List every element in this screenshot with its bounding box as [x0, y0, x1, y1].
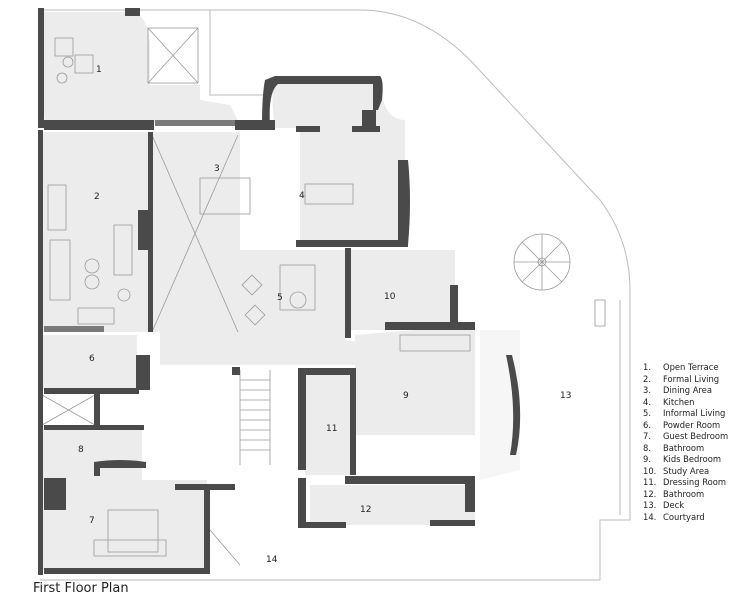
legend-number: 12. [643, 488, 657, 499]
legend-item: 7. Guest Bedroom [643, 431, 728, 443]
room-label-10: 10 [384, 292, 396, 302]
legend-number: 13. [643, 500, 657, 510]
legend-name: Study Area [663, 465, 710, 476]
room-label-3: 3 [214, 164, 220, 174]
room-labels: 1 2 3 4 5 6 7 8 9 10 11 12 13 14 [78, 65, 571, 565]
legend-number: 3. [643, 385, 651, 395]
legend-item: 4. Kitchen [643, 397, 728, 409]
interior-lines [41, 27, 606, 566]
legend-item: 3. Dining Area [643, 385, 728, 397]
legend-item: 10. Study Area [643, 466, 728, 478]
room-label-14: 14 [266, 555, 278, 565]
room-label-13: 13 [560, 391, 571, 401]
legend-item: 14. Courtyard [643, 512, 728, 524]
room-label-8: 8 [78, 445, 84, 455]
legend-name: Dining Area [663, 385, 712, 395]
room-label-1: 1 [96, 65, 102, 75]
legend-name: Powder Room [663, 419, 721, 430]
room-label-6: 6 [89, 354, 95, 364]
legend-name: Dressing Room [663, 477, 727, 487]
legend-number: 6. [643, 419, 651, 430]
legend-name: Formal Living [663, 373, 720, 384]
legend-name: Kitchen [663, 396, 695, 407]
legend-item: 8. Bathroom [643, 443, 728, 455]
walls [38, 8, 521, 575]
room-label-2: 2 [94, 192, 100, 202]
legend-item: 6. Powder Room [643, 420, 728, 432]
legend-number: 1. [643, 362, 651, 372]
legend-item: 2. Formal Living [643, 374, 728, 386]
legend-name: Bathroom [663, 488, 705, 499]
legend-name: Deck [663, 500, 685, 510]
spiral-staircase [513, 233, 571, 291]
room-label-12: 12 [360, 505, 371, 515]
legend-item: 12. Bathroom [643, 489, 728, 501]
legend-name: Bathroom [663, 442, 705, 453]
legend-item: 13. Deck [643, 500, 728, 512]
legend-number: 14. [643, 511, 657, 522]
legend-name: Open Terrace [663, 362, 719, 372]
room-label-9: 9 [403, 391, 409, 401]
floor-areas [42, 12, 520, 570]
legend-item: 1. Open Terrace [643, 362, 728, 374]
legend-name: Courtyard [663, 511, 705, 522]
site-boundary [40, 9, 631, 581]
room-label-11: 11 [326, 424, 337, 434]
legend-name: Informal Living [663, 408, 726, 418]
room-label-7: 7 [89, 516, 95, 526]
legend-number: 11. [643, 477, 657, 487]
legend-number: 4. [643, 396, 651, 407]
plan-title: First Floor Plan [33, 581, 129, 596]
room-legend: 1. Open Terrace 2. Formal Living 3. Dining … [643, 362, 728, 523]
legend-item: 11. Dressing Room [643, 477, 728, 489]
legend-number: 7. [643, 431, 651, 441]
legend-item: 5. Informal Living [643, 408, 728, 420]
legend-number: 10. [643, 465, 657, 476]
legend-number: 8. [643, 442, 651, 453]
legend-number: 2. [643, 373, 651, 384]
legend-number: 5. [643, 408, 651, 418]
room-label-4: 4 [299, 191, 305, 201]
legend-name: Guest Bedroom [663, 431, 729, 441]
legend-number: 9. [643, 454, 651, 464]
legend-name: Kids Bedroom [663, 454, 722, 464]
room-label-5: 5 [277, 293, 283, 303]
legend-item: 9. Kids Bedroom [643, 454, 728, 466]
